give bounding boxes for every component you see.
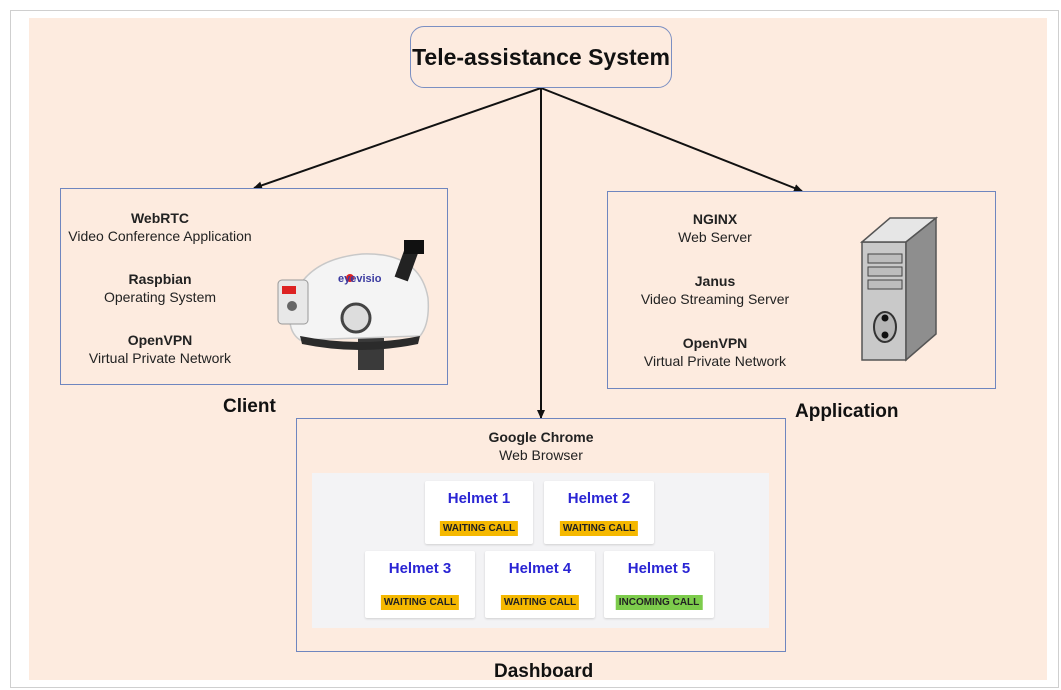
- application-item-title: NGINX: [692, 211, 738, 227]
- helmet-name: Helmet 5: [627, 560, 691, 577]
- dashboard-caption: Dashboard: [494, 661, 594, 682]
- browser-subtitle: Web Browser: [499, 447, 583, 463]
- application-item-subtitle: Web Server: [678, 229, 752, 245]
- client-item-subtitle: Operating System: [103, 289, 217, 305]
- helmet-image: eyevisio: [277, 240, 430, 370]
- browser-entry: Google Chrome Web Browser: [446, 428, 636, 464]
- application-item-janus: Janus Video Streaming Server: [620, 272, 810, 308]
- helmet-card-1[interactable]: Helmet 1 WAITING CALL: [425, 481, 533, 544]
- status-badge: WAITING CALL: [380, 595, 460, 610]
- status-badge: INCOMING CALL: [615, 595, 703, 610]
- helmet-card-5[interactable]: Helmet 5 INCOMING CALL: [604, 551, 714, 618]
- client-item-openvpn: OpenVPN Virtual Private Network: [60, 331, 260, 367]
- helmet-card-3[interactable]: Helmet 3 WAITING CALL: [365, 551, 475, 618]
- client-item-subtitle: Video Conference Application: [68, 228, 252, 244]
- application-item-nginx: NGINX Web Server: [620, 210, 810, 246]
- server-tower-icon: [859, 216, 939, 362]
- application-item-title: OpenVPN: [682, 335, 748, 351]
- application-item-subtitle: Virtual Private Network: [643, 353, 787, 369]
- helmet-card-2[interactable]: Helmet 2 WAITING CALL: [544, 481, 654, 544]
- client-caption: Client: [223, 396, 276, 417]
- client-item-title: OpenVPN: [127, 332, 193, 348]
- helmet-card-4[interactable]: Helmet 4 WAITING CALL: [485, 551, 595, 618]
- arrow-to-application: [540, 87, 803, 192]
- status-badge: WAITING CALL: [500, 595, 580, 610]
- browser-title: Google Chrome: [488, 429, 594, 445]
- helmet-name: Helmet 3: [388, 560, 452, 577]
- application-item-title: Janus: [694, 273, 736, 289]
- client-item-title: Raspbian: [128, 271, 192, 287]
- application-item-openvpn: OpenVPN Virtual Private Network: [620, 334, 810, 370]
- client-item-title: WebRTC: [130, 210, 190, 226]
- root-node-title: Tele-assistance System: [410, 26, 672, 88]
- arrow-to-client: [253, 87, 542, 190]
- status-badge: WAITING CALL: [439, 521, 519, 536]
- helmet-name: Helmet 2: [567, 490, 631, 507]
- client-item-webrtc: WebRTC Video Conference Application: [60, 209, 260, 245]
- helmet-name: Helmet 1: [447, 490, 511, 507]
- helmet-logo-text: eyevisio: [338, 273, 382, 285]
- helmet-name: Helmet 4: [508, 560, 572, 577]
- application-item-subtitle: Video Streaming Server: [640, 291, 790, 307]
- application-caption: Application: [795, 401, 899, 422]
- client-item-raspbian: Raspbian Operating System: [60, 270, 260, 306]
- status-badge: WAITING CALL: [559, 521, 639, 536]
- client-item-subtitle: Virtual Private Network: [88, 350, 232, 366]
